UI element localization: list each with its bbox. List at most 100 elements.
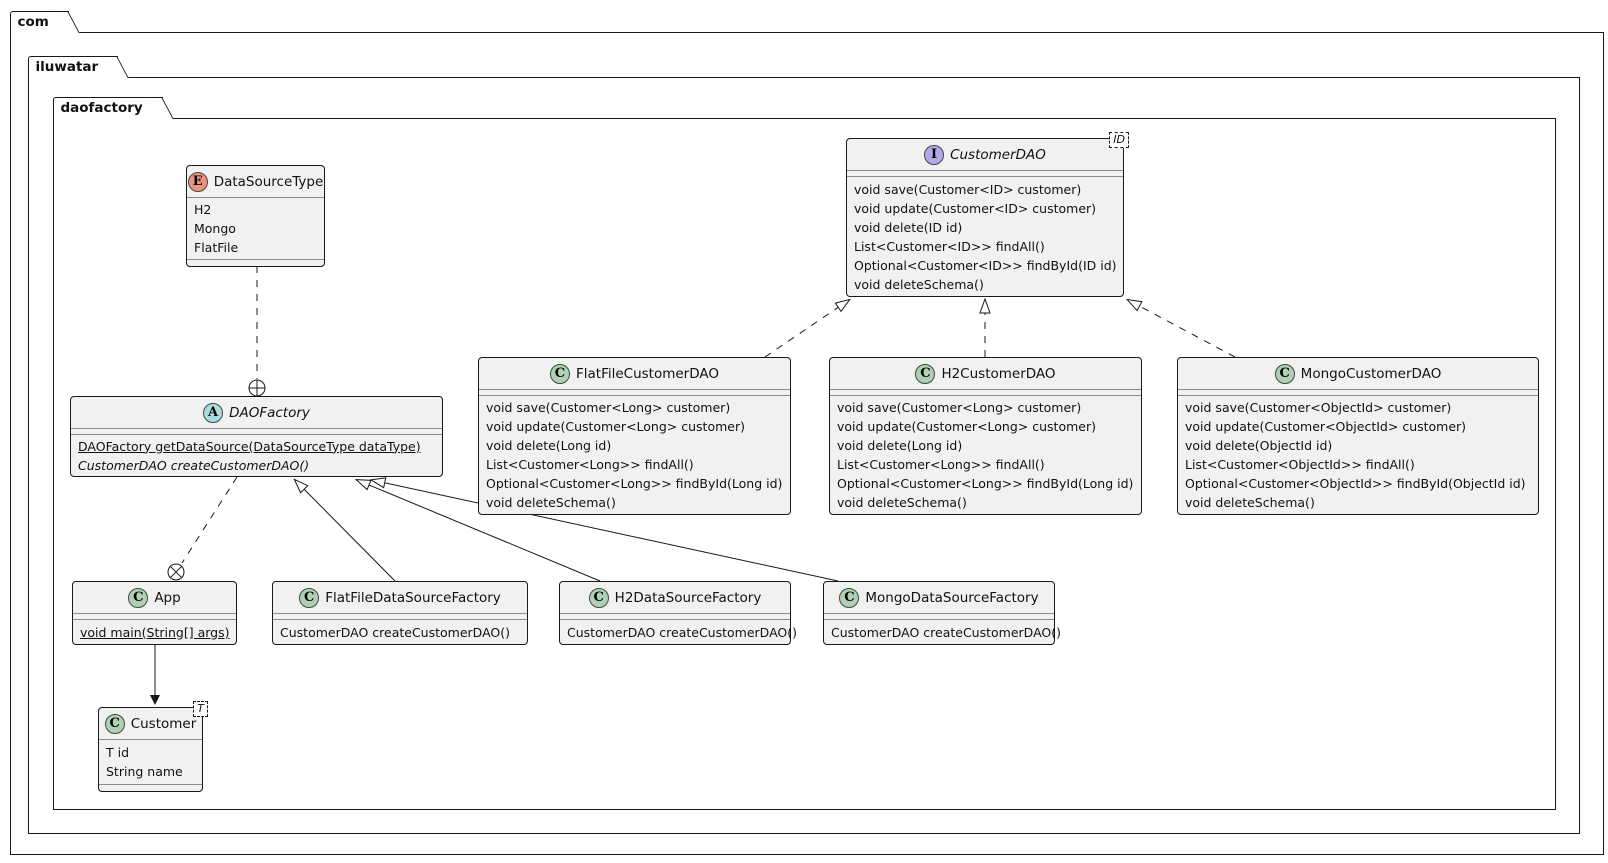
method: void save(Customer<Long> customer) (486, 400, 731, 415)
method: List<Customer<Long>> findAll() (486, 457, 694, 472)
class-icon: C (839, 587, 860, 608)
field-list: T id String name (99, 740, 202, 785)
class-name: App (154, 589, 181, 606)
package-label-com: com (17, 14, 49, 30)
method: CustomerDAO createCustomerDAO() (831, 624, 1061, 640)
enum-value: Mongo (194, 221, 236, 236)
class-box-flatfiledatasourcefactory: C FlatFileDataSourceFactory CustomerDAO … (272, 581, 528, 645)
class-icon: C (1274, 363, 1295, 384)
class-name: MongoCustomerDAO (1300, 365, 1442, 382)
class-box-h2customerdao: C H2CustomerDAO void save(Customer<Long>… (829, 357, 1142, 515)
method: Optional<Customer<ObjectId>> findById(Ob… (1185, 476, 1526, 491)
package-tab-iluwatar: iluwatar (27, 56, 119, 78)
empty-compartment (479, 390, 790, 396)
empty-compartment (71, 429, 442, 435)
package-frame-iluwatar: iluwatar (27, 56, 1580, 834)
class-name: H2DataSourceFactory (614, 589, 762, 606)
method: void update(Customer<Long> customer) (486, 419, 745, 434)
method: Optional<Customer<Long>> findById(Long i… (486, 476, 783, 491)
method: List<Customer<Long>> findAll() (837, 457, 1045, 472)
method: CustomerDAO createCustomerDAO() (280, 624, 510, 640)
method: void update(Customer<ID> customer) (854, 200, 1097, 216)
abstract-class-icon: A (203, 402, 224, 423)
method-list: void main(String[] args) (73, 620, 236, 644)
class-box-mongocustomerdao: C MongoCustomerDAO void save(Customer<Ob… (1177, 357, 1539, 515)
class-title-customer: C Customer (99, 708, 202, 740)
empty-compartment (830, 390, 1141, 396)
method-list: void save(Customer<ObjectId> customer) v… (1178, 396, 1538, 514)
enum-icon: E (187, 171, 208, 192)
method: void update(Customer<ObjectId> customer) (1185, 419, 1467, 434)
enum-value: H2 (194, 202, 212, 217)
class-title-mongocustomerdao: C MongoCustomerDAO (1178, 358, 1538, 390)
class-name: MongoDataSourceFactory (865, 589, 1039, 606)
class-title-flatfiledatasourcefactory: C FlatFileDataSourceFactory (273, 582, 527, 614)
package-frame-com: com (9, 11, 1604, 855)
package-tab-daofactory: daofactory (52, 97, 163, 119)
class-title-app: C App (73, 582, 236, 614)
package-tab-com: com (9, 11, 69, 33)
method: void delete(ID id) (854, 219, 963, 235)
package-label-iluwatar: iluwatar (35, 59, 99, 75)
class-name: FlatFileCustomerDAO (575, 365, 720, 382)
class-box-daofactory: A DAOFactory DAOFactory getDataSource(Da… (70, 396, 443, 477)
class-name: CustomerDAO (950, 146, 1046, 163)
field: T id (106, 745, 130, 760)
method: void deleteSchema() (486, 495, 616, 510)
class-title-mongodatasourcefactory: C MongoDataSourceFactory (824, 582, 1054, 614)
method-list: CustomerDAO createCustomerDAO() (824, 620, 1061, 644)
method-list: DAOFactory getDataSource(DataSourceType … (71, 435, 442, 476)
method: void deleteSchema() (854, 276, 984, 292)
method: void deleteSchema() (1185, 495, 1315, 510)
class-icon: C (299, 587, 320, 608)
static-method: DAOFactory getDataSource(DataSourceType … (78, 438, 421, 454)
generic-type-tag: ID (1109, 132, 1129, 148)
field: String name (106, 764, 183, 779)
class-box-customerdao: ID I CustomerDAO void save(Customer<ID> … (846, 132, 1129, 297)
class-box-datasourcetype: E DataSourceType H2 Mongo FlatFile (186, 165, 325, 267)
class-box-customer: T C Customer T id String name (98, 701, 208, 792)
method: List<Customer<ObjectId>> findAll() (1185, 457, 1415, 472)
method: Optional<Customer<Long>> findById(Long i… (837, 476, 1134, 491)
class-box-mongodatasourcefactory: C MongoDataSourceFactory CustomerDAO cre… (823, 581, 1061, 645)
method: void update(Customer<Long> customer) (837, 419, 1096, 434)
class-name: H2CustomerDAO (941, 365, 1056, 382)
class-title-daofactory: A DAOFactory (71, 397, 442, 429)
empty-compartment (847, 171, 1123, 177)
method-list: void save(Customer<Long> customer) void … (830, 396, 1141, 514)
method: void deleteSchema() (837, 495, 967, 510)
empty-compartment (1178, 390, 1538, 396)
empty-compartment (187, 260, 324, 266)
empty-compartment (560, 614, 790, 620)
class-icon: C (104, 713, 125, 734)
class-box-h2datasourcefactory: C H2DataSourceFactory CustomerDAO create… (559, 581, 797, 645)
class-title-flatfilecustomerdao: C FlatFileCustomerDAO (479, 358, 790, 390)
abstract-method: CustomerDAO createCustomerDAO() (78, 457, 310, 473)
empty-compartment (73, 614, 236, 620)
method: void delete(Long id) (486, 438, 612, 453)
empty-compartment (273, 614, 527, 620)
method-list: void save(Customer<ID> customer) void up… (847, 177, 1123, 296)
class-name: Customer (130, 715, 197, 732)
class-name: FlatFileDataSourceFactory (325, 589, 501, 606)
class-title-customerdao: I CustomerDAO (847, 139, 1123, 171)
empty-compartment (824, 614, 1054, 620)
class-box-flatfilecustomerdao: C FlatFileCustomerDAO void save(Customer… (478, 357, 791, 515)
class-title-datasourcetype: E DataSourceType (187, 166, 324, 198)
class-icon: C (549, 363, 570, 384)
interface-icon: I (924, 144, 945, 165)
method: Optional<Customer<ID>> findById(ID id) (854, 257, 1117, 273)
package-frame-daofactory: daofactory (52, 97, 1556, 810)
generic-type-tag: T (193, 701, 208, 717)
method: List<Customer<ID>> findAll() (854, 238, 1045, 254)
method-list: void save(Customer<Long> customer) void … (479, 396, 790, 514)
method: void delete(Long id) (837, 438, 963, 453)
method: void save(Customer<ID> customer) (854, 181, 1082, 197)
static-method: void main(String[] args) (80, 624, 230, 640)
method: CustomerDAO createCustomerDAO() (567, 624, 797, 640)
class-title-h2datasourcefactory: C H2DataSourceFactory (560, 582, 790, 614)
class-icon: C (915, 363, 936, 384)
method: void delete(ObjectId id) (1185, 438, 1333, 453)
enum-value: FlatFile (194, 240, 239, 255)
